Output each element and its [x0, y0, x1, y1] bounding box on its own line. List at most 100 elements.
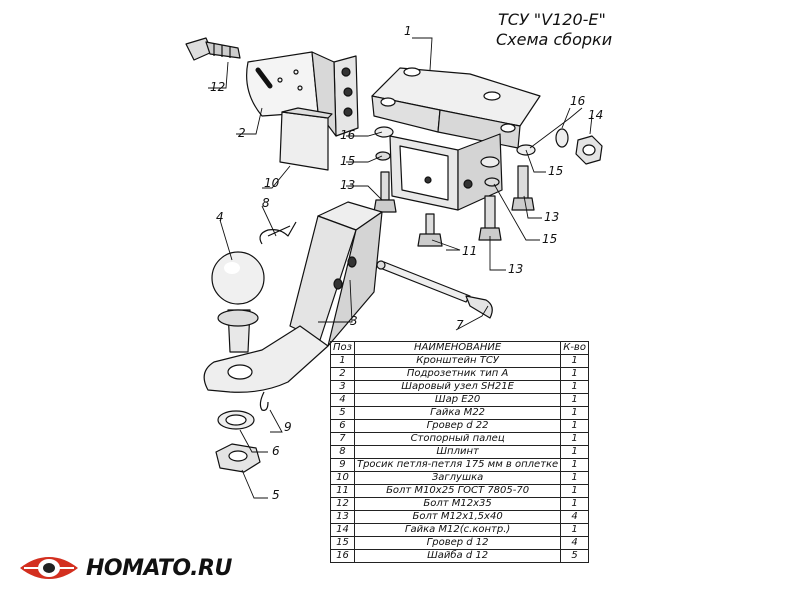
cell-quantity: 1: [560, 432, 589, 446]
washer-16-far: [555, 128, 569, 148]
brand-emblem-icon: [20, 557, 78, 579]
callout-11: 11: [462, 244, 478, 258]
cell-name: Шайба d 12: [353, 549, 562, 563]
callout-13-c: 13: [508, 262, 524, 276]
diagram-subtitle: Схема сборки: [496, 30, 613, 49]
cell-quantity: 1: [560, 458, 589, 472]
bolt-12: [185, 37, 241, 61]
cell-quantity: 1: [560, 367, 589, 381]
callout-7: 7: [456, 318, 464, 332]
callout-13-b: 13: [544, 210, 560, 224]
cell-quantity: 1: [560, 497, 589, 511]
cell-name: Стопорный палец: [353, 432, 562, 446]
callout-12: 12: [210, 80, 226, 94]
cell-name: Шаровый узел SH21E: [353, 380, 562, 394]
cell-position: 6: [330, 419, 355, 433]
cell-position: 13: [330, 510, 355, 524]
cell-quantity: 5: [560, 549, 589, 563]
cell-name: Заглушка: [353, 471, 562, 485]
cell-position: 9: [330, 458, 355, 472]
cell-name: Гайка М22: [353, 406, 562, 420]
homato-logo: HOMATO.RU: [18, 548, 232, 588]
socket-bracket-2: [246, 51, 359, 137]
bolt-13-a: [373, 171, 397, 213]
grover-washer-6: [217, 410, 255, 430]
cell-name: Болт М12x35: [353, 497, 562, 511]
cell-quantity: 1: [560, 380, 589, 394]
cell-position: 15: [330, 536, 355, 550]
cell-name: Кронштейн ТСУ: [353, 354, 562, 368]
cell-name: Гровер d 12: [353, 536, 562, 550]
callout-9: 9: [284, 420, 292, 434]
cell-quantity: 1: [560, 393, 589, 407]
ball-mount-3: [203, 201, 383, 393]
cell-name: Шплинт: [353, 445, 562, 459]
header-name: НАИМЕНОВАНИЕ: [353, 341, 562, 355]
tow-ball-4: [211, 251, 265, 353]
callout-4: 4: [216, 210, 224, 224]
cell-name: Подрозетник тип А: [353, 367, 562, 381]
header-position: Поз: [330, 341, 355, 355]
callout-15-a: 15: [340, 154, 356, 168]
cell-quantity: 1: [560, 406, 589, 420]
cell-quantity: 1: [560, 445, 589, 459]
cell-position: 8: [330, 445, 355, 459]
cell-quantity: 1: [560, 471, 589, 485]
nut-5: [215, 443, 261, 473]
main-bracket-1: [371, 67, 541, 211]
callout-13-a: 13: [340, 178, 356, 192]
cell-quantity: 4: [560, 510, 589, 524]
cell-name: Шар E20: [353, 393, 562, 407]
header-quantity: К-во: [560, 341, 589, 355]
callout-8: 8: [262, 196, 270, 210]
cell-quantity: 1: [560, 484, 589, 498]
callout-6: 6: [272, 444, 280, 458]
callout-10: 10: [264, 176, 280, 190]
cell-position: 16: [330, 549, 355, 563]
callout-16-a: 16: [340, 128, 356, 142]
cell-name: Болт М10x25 ГОСТ 7805-70: [353, 484, 562, 498]
cell-position: 3: [330, 380, 355, 394]
cell-position: 4: [330, 393, 355, 407]
callout-15-c: 15: [542, 232, 558, 246]
diagram-title: ТСУ "V120-E": [498, 10, 606, 29]
washer-16-left: [374, 126, 394, 138]
washer-16-right-a: [480, 156, 500, 168]
cell-name: Гайка М12(с.контр.): [353, 523, 562, 537]
callout-1: 1: [404, 24, 412, 38]
grover-15-right: [484, 177, 500, 187]
cell-position: 1: [330, 354, 355, 368]
callout-2: 2: [238, 126, 246, 140]
cell-quantity: 4: [560, 536, 589, 550]
logo-text: HOMATO.RU: [86, 555, 232, 581]
bolt-13-c: [478, 195, 502, 241]
bolt-11: [417, 213, 443, 247]
cell-name: Гровер d 22: [353, 419, 562, 433]
cell-position: 2: [330, 367, 355, 381]
end-cap-10: [279, 107, 333, 171]
grover-15-left: [375, 151, 391, 161]
cell-name: Болт М12x1,5x40: [353, 510, 562, 524]
cell-position: 5: [330, 406, 355, 420]
callout-14: 14: [588, 108, 604, 122]
cell-name: Тросик петля-петля 175 мм в оплетке: [353, 458, 562, 472]
cell-position: 10: [330, 471, 355, 485]
callout-3: 3: [350, 314, 358, 328]
lock-pin-7: [376, 260, 493, 319]
